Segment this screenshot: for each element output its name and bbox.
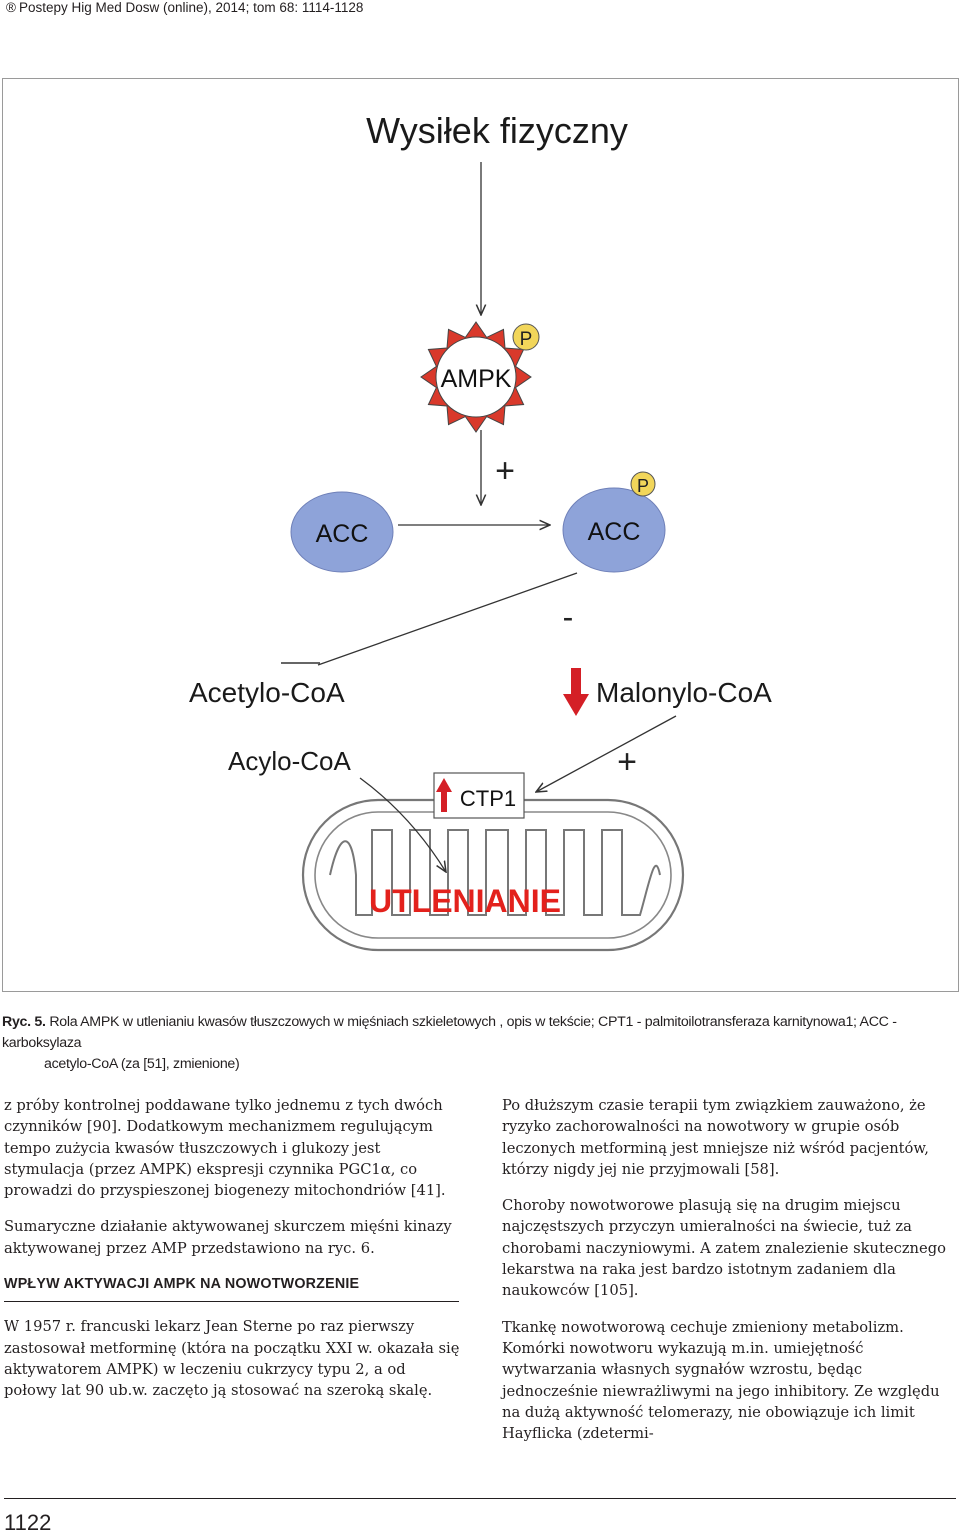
ampk-node: AMPK xyxy=(420,321,532,433)
plus-sign-mito: + xyxy=(617,743,637,781)
registered-symbol: ® xyxy=(6,0,16,15)
acc-left-label: ACC xyxy=(316,520,369,548)
plus-sign-ampk: + xyxy=(495,452,515,490)
citation-text: Postepy Hig Med Dosw (online), 2014; tom… xyxy=(18,0,364,15)
caption-line1: Rola AMPK w utlenianiu kwasów tłuszczowy… xyxy=(2,1014,897,1051)
left-paragraph-1: z próby kontrolnej poddawane tylko jedne… xyxy=(4,1097,446,1200)
cpt1-increase-arrow-icon xyxy=(436,778,452,812)
cpt1-label: CTP1 xyxy=(460,786,516,811)
inhibition-line xyxy=(317,572,578,666)
figure-frame xyxy=(2,78,959,992)
right-paragraph-3: Tkankę nowotworową cechuje zmieniony met… xyxy=(502,1318,940,1443)
caption-line2: acetylo-CoA (za [51], zmienione) xyxy=(44,1056,240,1072)
ampk-p-label: P xyxy=(520,329,533,350)
ampk-label: AMPK xyxy=(441,365,512,393)
ampk-phosphate-marker: P xyxy=(512,323,540,351)
acc-phosphate-marker: P xyxy=(630,471,656,497)
ampk-circle xyxy=(435,336,517,418)
right-paragraph-2: Choroby nowotworowe plasują się na drugi… xyxy=(502,1197,946,1300)
acc-p-label: P xyxy=(637,476,649,496)
figure-caption: Ryc. 5. Rola AMPK w utlenianiu kwasów tł… xyxy=(2,1012,952,1075)
left-column: z próby kontrolnej poddawane tylko jedne… xyxy=(4,1095,462,1417)
left-paragraph-3: W 1957 r. francuski lekarz Jean Sterne p… xyxy=(4,1318,460,1400)
arrow-acylo-into-mito xyxy=(359,777,446,872)
section-heading: WPŁYW AKTYWACJI AMPK NA NOWOTWORZENIE xyxy=(4,1274,459,1303)
right-paragraph-1: Po dłuższym czasie terapii tym związkiem… xyxy=(502,1097,929,1178)
acc-left-node: ACC xyxy=(290,491,394,573)
left-paragraph-2: Sumaryczne działanie aktywowanej skurcze… xyxy=(4,1218,452,1257)
ampk-pathway-diagram: Wysiłek fizyczny AMPK P + ACC ACC P - Ac… xyxy=(189,110,772,952)
footer-rule xyxy=(4,1498,956,1499)
arrow-malonyl-to-cpt1 xyxy=(536,715,677,792)
malonylo-coa-label: Malonylo-CoA xyxy=(596,677,772,708)
mitochondrion-shape xyxy=(301,798,685,952)
malonyl-decrease-arrow-icon xyxy=(563,668,589,716)
minus-sign: - xyxy=(563,599,574,635)
diagram-title: Wysiłek fizyczny xyxy=(366,110,628,151)
page-number: 1122 xyxy=(4,1510,52,1535)
caption-label: Ryc. 5. xyxy=(2,1014,46,1030)
acylo-coa-label: Acylo-CoA xyxy=(228,746,351,776)
cpt1-node: CTP1 xyxy=(433,772,525,819)
utlenianie-label: UTLENIANIE xyxy=(369,883,561,919)
acc-right-label: ACC xyxy=(588,518,641,546)
acetylo-coa-label: Acetylo-CoA xyxy=(189,677,345,708)
right-column: Po dłuższym czasie terapii tym związkiem… xyxy=(502,1095,958,1459)
journal-citation-header: ®Postepy Hig Med Dosw (online), 2014; to… xyxy=(6,0,363,15)
acc-right-node: ACC xyxy=(562,487,666,573)
mitochondrion-cristae xyxy=(329,829,661,916)
